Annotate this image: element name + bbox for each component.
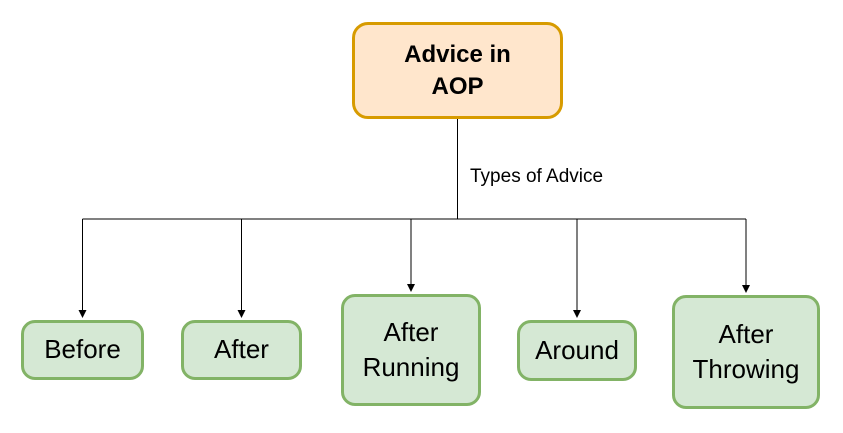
node-after-running: After Running: [341, 294, 481, 406]
node-around-label: Around: [535, 334, 619, 365]
node-after: After: [181, 320, 302, 380]
node-after-throwing: After Throwing: [672, 295, 820, 409]
node-after-throwing-label: After Throwing: [692, 318, 800, 384]
node-before: Before: [21, 320, 144, 380]
edge-label-types-of-advice: Types of Advice: [470, 166, 604, 187]
node-before-label: Before: [44, 334, 121, 365]
node-around: Around: [517, 320, 637, 381]
node-advice-in-aop: Advice in AOP: [352, 22, 563, 119]
node-advice-in-aop-label: Advice in AOP: [404, 41, 511, 100]
node-after-label: After: [214, 334, 269, 365]
node-after-running-label: After Running: [362, 316, 460, 382]
